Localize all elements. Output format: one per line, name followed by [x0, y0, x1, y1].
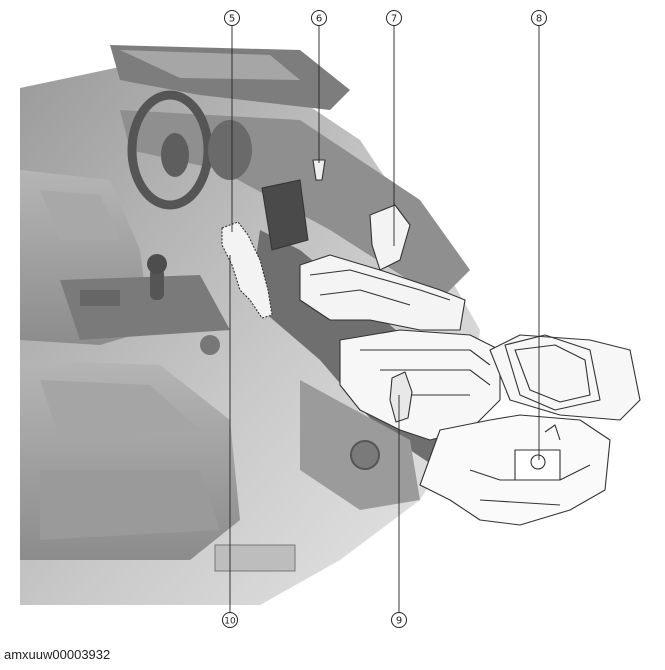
callout-10: 10: [222, 612, 238, 628]
svg-text:8: 8: [536, 14, 542, 25]
callout-9: 9: [391, 612, 407, 628]
center-console: [60, 254, 230, 340]
svg-text:5: 5: [229, 14, 235, 25]
callout-5: 5: [224, 10, 240, 26]
passenger-seat: [20, 360, 240, 560]
leader-lines: [229, 26, 540, 612]
figure-id-caption: amxuuw00003932: [4, 647, 111, 662]
hvac-component-location-diagram: 5 6 7 8 9 10: [20, 10, 641, 628]
callout-7: 7: [386, 10, 402, 26]
svg-text:9: 9: [396, 616, 402, 627]
callout-6: 6: [311, 10, 327, 26]
hvac-unit-line-drawing: [221, 159, 641, 526]
callout-8: 8: [531, 10, 547, 26]
svg-text:7: 7: [391, 14, 397, 25]
svg-text:10: 10: [224, 617, 236, 627]
svg-text:6: 6: [316, 14, 322, 25]
